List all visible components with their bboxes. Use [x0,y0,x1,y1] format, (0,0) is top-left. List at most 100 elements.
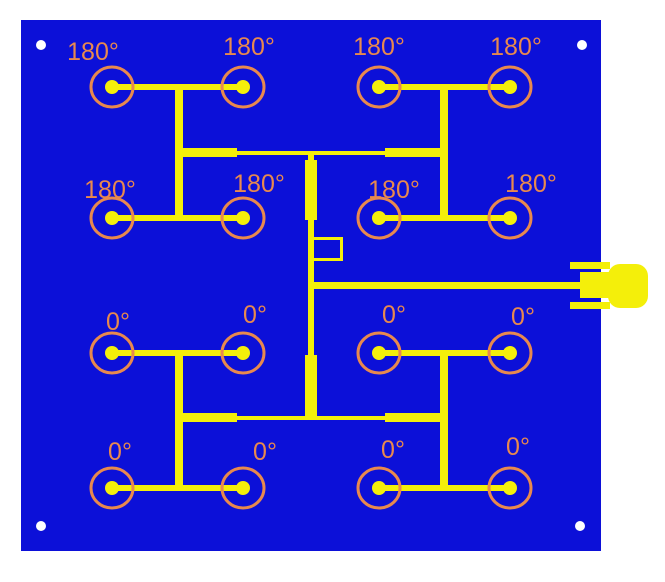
element-ring [89,466,135,510]
phase-label: 0° [506,433,530,461]
antenna-element [89,331,135,375]
element-ring [356,331,402,375]
antenna-element [220,331,266,375]
phase-label: 0° [243,301,267,329]
element-ring [487,466,533,510]
bottom-left-transformer [182,413,237,422]
element-feed-pad [105,481,119,495]
element-ring [356,65,402,109]
feed-row4-left [117,485,245,491]
element-feed-pad [105,346,119,360]
phase-label: 0° [382,301,406,329]
element-feed-pad [503,481,517,495]
phase-label: 180° [223,33,275,61]
element-ring [220,466,266,510]
antenna-element [356,466,402,510]
element-feed-pad [236,481,250,495]
phase-label: 0° [108,438,132,466]
antenna-elements [89,65,533,510]
mounting-holes [36,40,587,531]
phase-label: 180° [353,33,405,61]
connector-bottom-prong [570,302,610,309]
element-ring [487,331,533,375]
antenna-element [220,196,266,240]
top-right-transformer [385,148,440,157]
mounting-hole-bottom-left [36,521,46,531]
element-feed-pad [372,80,386,94]
branch-left-bottom-vertical [175,353,183,488]
phase-label: 180° [233,170,285,198]
stub-jog-right [340,237,343,261]
antenna-element [356,331,402,375]
element-feed-pad [372,346,386,360]
bottom-distribution-line [176,416,446,420]
stub-jog-bottom [314,258,343,261]
antenna-element [220,466,266,510]
feed-network [117,84,582,491]
main-feed-line [312,282,582,289]
element-feed-pad [503,346,517,360]
phase-labels: 180°180°180°180°180°180°180°180°0°0°0°0°… [67,33,557,466]
element-ring [220,331,266,375]
connector-body [580,272,610,298]
element-ring [89,331,135,375]
feed-row3-left [117,350,245,356]
feed-row1-right [378,84,506,90]
phase-label: 0° [253,438,277,466]
branch-right-bottom-vertical [440,353,448,488]
feed-row2-right [378,215,506,221]
element-ring [487,196,533,240]
antenna-element [487,466,533,510]
phase-label: 0° [511,303,535,331]
central-trunk-line [308,152,314,420]
element-ring [89,65,135,109]
phase-label: 180° [505,170,557,198]
antenna-element [487,196,533,240]
phase-label: 0° [381,436,405,464]
phase-label: 180° [490,33,542,61]
element-ring [487,65,533,109]
sma-connector-icon [570,262,648,309]
element-feed-pad [372,481,386,495]
branch-left-top-vertical [175,88,183,218]
mounting-hole-bottom-right [575,521,585,531]
phase-label: 0° [106,308,130,336]
phase-label: 180° [368,176,420,204]
element-ring [356,466,402,510]
element-feed-pad [105,211,119,225]
bottom-right-transformer [385,413,440,422]
antenna-element [487,65,533,109]
element-feed-pad [236,346,250,360]
element-feed-pad [236,211,250,225]
mounting-hole-top-left [36,40,46,50]
element-ring [89,196,135,240]
trunk-lower-section [305,355,317,417]
top-left-transformer [182,148,237,157]
phase-label: 180° [67,38,119,66]
branch-right-top-vertical [440,88,448,218]
element-feed-pad [105,80,119,94]
antenna-element [89,466,135,510]
antenna-element [89,196,135,240]
element-feed-pad [236,80,250,94]
element-ring [220,65,266,109]
stub-jog-top [314,237,342,240]
antenna-element [89,65,135,109]
connector-barrel [608,264,648,308]
element-ring [356,196,402,240]
antenna-element [220,65,266,109]
antenna-element [356,196,402,240]
antenna-element [487,331,533,375]
trunk-upper-section [305,160,317,220]
feed-row3-right [378,350,506,356]
element-ring [220,196,266,240]
connector-top-prong [570,262,610,269]
mounting-hole-top-right [577,40,587,50]
top-distribution-line [176,151,446,155]
feed-row2-left [117,215,245,221]
element-feed-pad [503,80,517,94]
feed-row4-right [378,485,506,491]
feed-row1-left [117,84,245,90]
